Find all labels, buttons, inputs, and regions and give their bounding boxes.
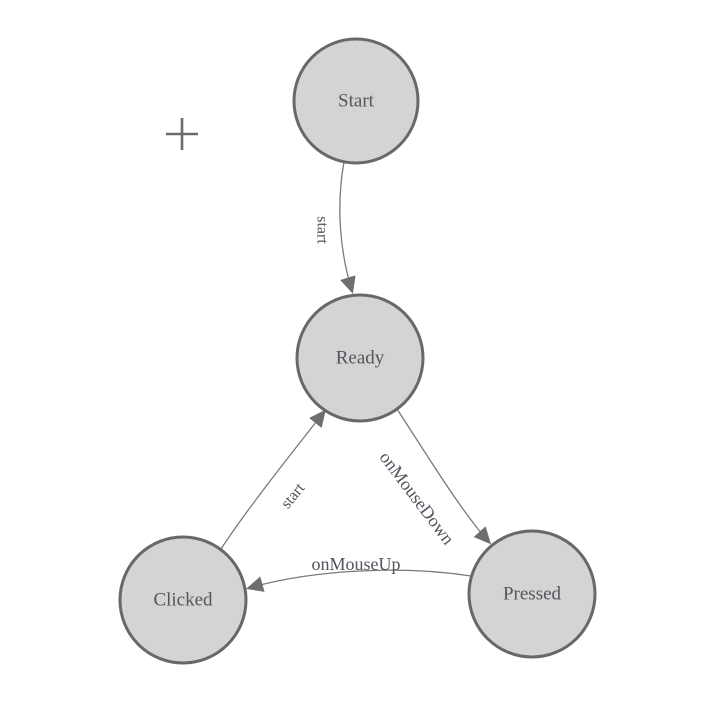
edge-label-start: start <box>278 480 309 513</box>
node-pressed[interactable]: Pressed <box>467 529 597 659</box>
edge-ready-to-pressed[interactable]: onMouseDown <box>376 408 492 549</box>
edge-label-onmousedown: onMouseDown <box>376 448 459 549</box>
node-circle[interactable] <box>292 37 420 165</box>
edge-clicked-to-ready[interactable]: start <box>220 409 326 550</box>
edge-label-onmouseup: onMouseUp <box>312 554 401 574</box>
node-circle[interactable] <box>118 535 248 665</box>
node-circle[interactable] <box>295 293 425 423</box>
edge-label-start: start <box>314 216 331 244</box>
node-clicked[interactable]: Clicked <box>118 535 248 665</box>
edge-start-to-ready[interactable]: start <box>314 161 356 294</box>
node-ready[interactable]: Ready <box>295 293 425 423</box>
node-label: Ready <box>336 348 385 369</box>
edge-line[interactable] <box>339 161 356 294</box>
crosshair-plus-icon <box>166 118 198 150</box>
edge-pressed-to-clicked[interactable]: onMouseUp <box>246 554 472 592</box>
node-label: Start <box>338 91 375 112</box>
node-label: Pressed <box>503 584 562 605</box>
edge-line[interactable] <box>246 569 472 592</box>
node-label: Clicked <box>153 590 213 611</box>
edge-line[interactable] <box>396 408 492 545</box>
edge-line[interactable] <box>220 409 326 550</box>
node-start[interactable]: Start <box>292 37 420 165</box>
node-circle[interactable] <box>467 529 597 659</box>
